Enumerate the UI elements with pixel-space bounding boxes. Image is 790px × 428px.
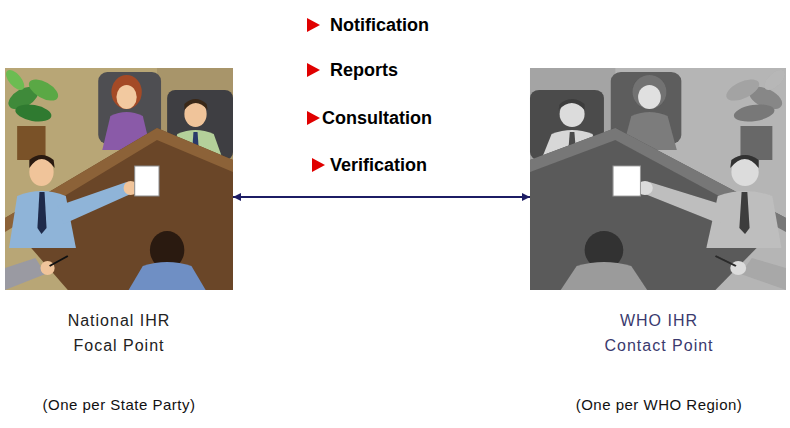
focal-point-node: National IHR Focal Point (One per State P… — [5, 68, 233, 414]
exchange-item: Reports — [330, 59, 398, 81]
node-subtitle: (One per WHO Region) — [576, 396, 743, 414]
node-subtitle: (One per State Party) — [42, 396, 195, 414]
meeting-illustration — [3, 67, 233, 290]
exchange-item: Notification — [330, 14, 429, 36]
exchange-item: Verification — [330, 154, 427, 176]
meeting-illustration-gray — [530, 67, 789, 290]
exchange-arrow — [233, 196, 530, 198]
focal-point-node: WHO IHR Contact Point (One per WHO Region… — [530, 68, 788, 414]
node-title: WHO IHR Contact Point — [589, 308, 729, 358]
bullet-triangle — [307, 111, 320, 125]
bullet-triangle — [307, 63, 320, 77]
bullet-triangle — [312, 158, 325, 172]
exchange-item: Consultation — [322, 107, 432, 129]
node-title: National IHR Focal Point — [49, 308, 189, 358]
bullet-triangle — [307, 18, 320, 32]
